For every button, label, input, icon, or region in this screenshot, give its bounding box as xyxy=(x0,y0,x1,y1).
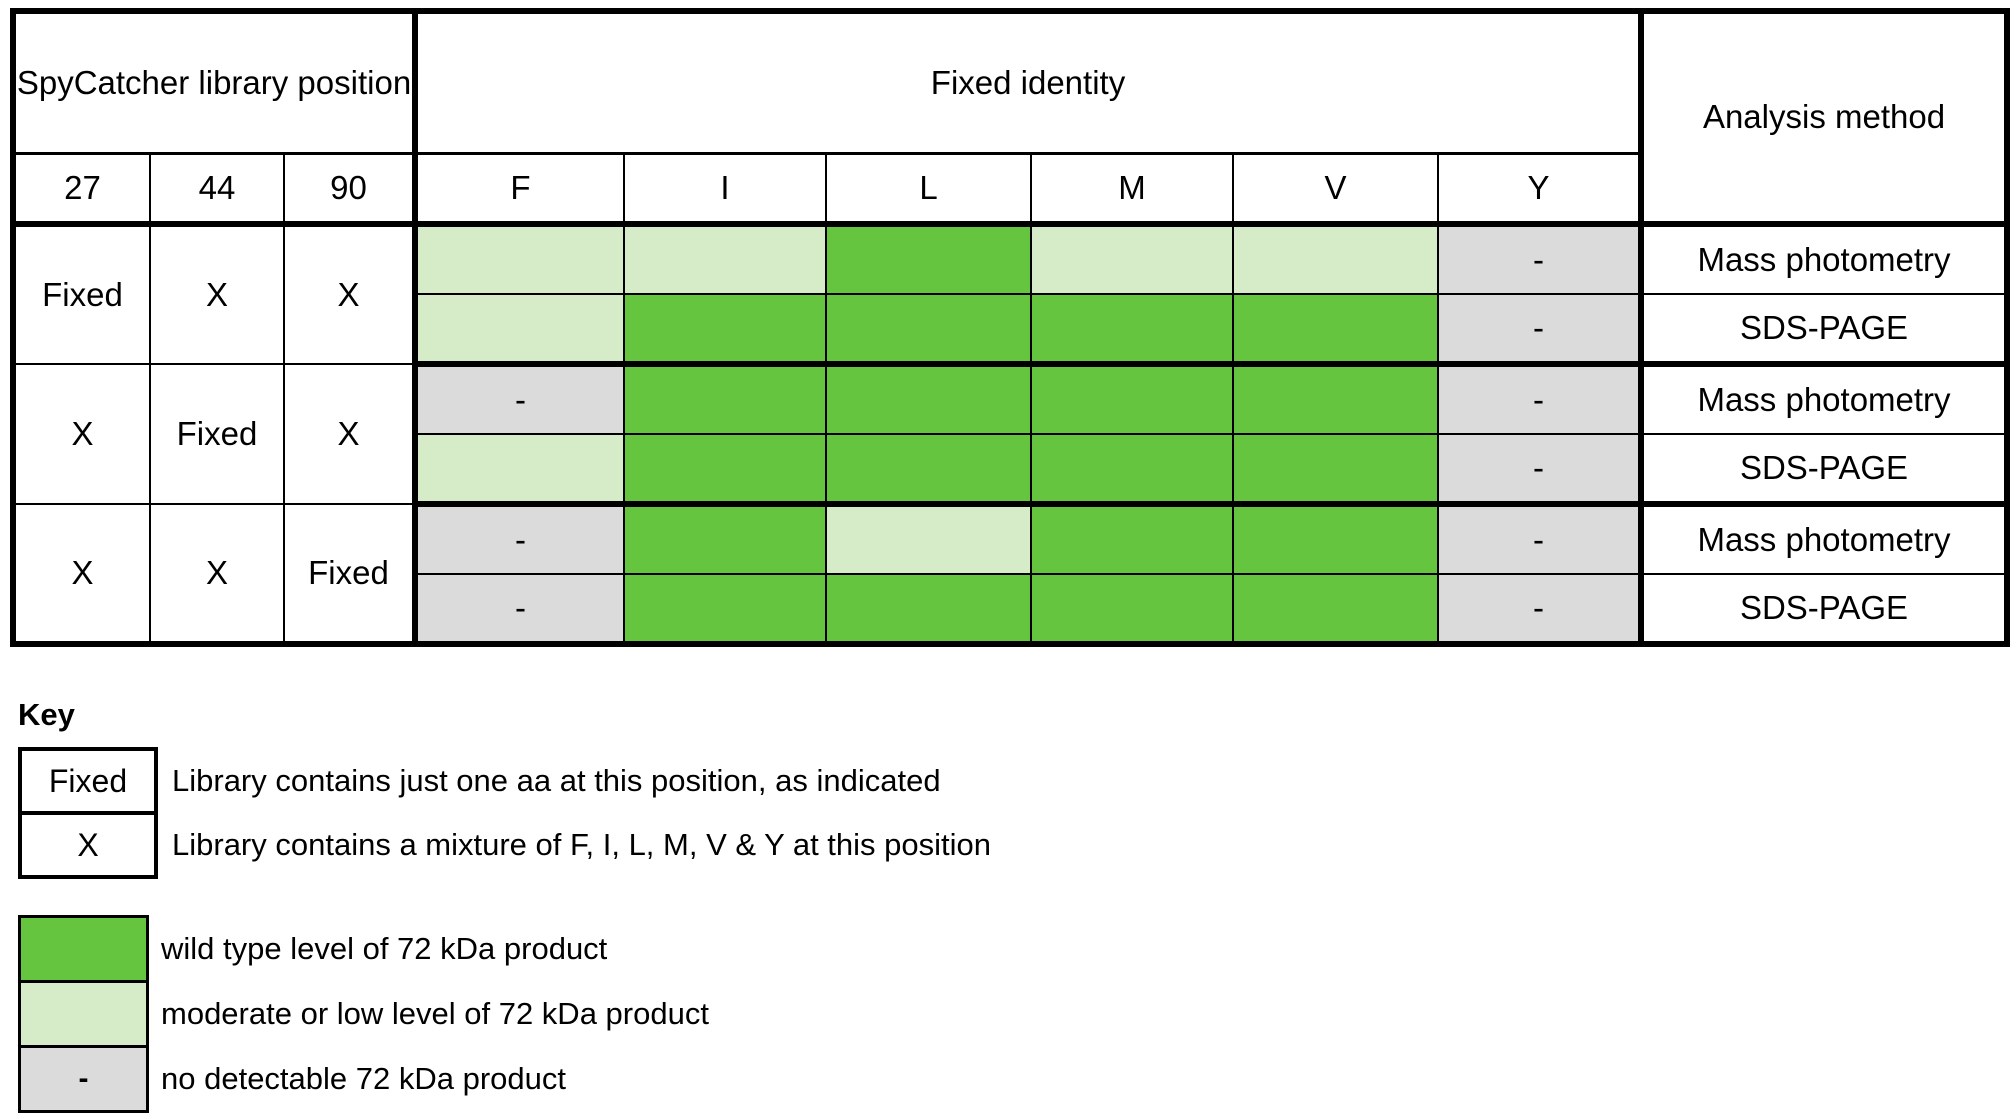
method-cell: SDS-PAGE xyxy=(1638,573,2008,645)
result-cell: - xyxy=(412,363,625,435)
table-row: - SDS-PAGE xyxy=(13,433,2008,507)
result-cell: - xyxy=(1437,293,1642,367)
result-cell xyxy=(1030,223,1234,295)
result-cell xyxy=(1030,433,1234,507)
legend-label: wild type level of 72 kDa product xyxy=(161,931,608,966)
result-cell xyxy=(825,573,1032,645)
result-cell xyxy=(412,433,625,507)
position-cell-27: X xyxy=(12,503,151,645)
result-cell: - xyxy=(1437,573,1642,645)
key-symbol-fixed: Fixed xyxy=(18,747,158,815)
table-row: Fixed X X - Mass photometry xyxy=(12,223,2008,365)
result-cell xyxy=(412,223,625,295)
method-cell: Mass photometry xyxy=(1638,363,2008,435)
key-item-x: X Library contains a mixture of F, I, L,… xyxy=(18,811,2016,879)
position-cell-90: X xyxy=(283,363,416,505)
header-row-group: SpyCatcher library position Fixed identi… xyxy=(12,10,2008,227)
analysis-method-header: Analysis method xyxy=(1638,10,2008,227)
fixed-identity-header: Fixed identity xyxy=(412,10,1642,155)
table-row: - - SDS-PAGE xyxy=(13,573,2008,645)
result-cell xyxy=(623,433,827,507)
header-row-columns: 27 44 90 F I L M V Y xyxy=(12,152,2007,227)
column-header-F: F xyxy=(412,152,625,227)
method-cell: Mass photometry xyxy=(1638,503,2008,575)
position-cell-27: X xyxy=(12,363,151,505)
column-header-27: 27 xyxy=(12,152,151,227)
result-cell xyxy=(825,363,1032,435)
result-cell xyxy=(1232,573,1439,645)
result-cell xyxy=(623,223,827,295)
key-description: Library contains just one aa at this pos… xyxy=(172,763,941,798)
result-cell xyxy=(623,573,827,645)
result-cell xyxy=(1232,433,1439,507)
legend-label: no detectable 72 kDa product xyxy=(161,1061,566,1096)
result-cell xyxy=(1232,363,1439,435)
legend-item-moderate: moderate or low level of 72 kDa product xyxy=(18,980,2016,1048)
method-cell: SDS-PAGE xyxy=(1638,433,2008,507)
table-row: X X Fixed - - Mass photometry xyxy=(12,503,2008,645)
result-cell xyxy=(1232,503,1439,575)
result-cell xyxy=(825,293,1032,367)
column-header-I: I xyxy=(623,152,827,227)
key-item-fixed: Fixed Library contains just one aa at th… xyxy=(18,747,2016,815)
result-cell xyxy=(623,503,827,575)
legend-chip-none: - xyxy=(18,1045,149,1113)
legend-item-wild: wild type level of 72 kDa product xyxy=(18,915,2016,983)
result-cell xyxy=(623,363,827,435)
legend-label: moderate or low level of 72 kDa product xyxy=(161,996,709,1031)
result-cell xyxy=(1030,363,1234,435)
result-cell: - xyxy=(1437,363,1642,435)
result-cell xyxy=(825,433,1032,507)
result-cell xyxy=(825,223,1032,295)
position-cell-44: Fixed xyxy=(149,363,285,505)
key-symbol-x: X xyxy=(18,811,158,879)
result-cell xyxy=(825,503,1032,575)
position-cell-90: X xyxy=(283,223,416,365)
result-cell: - xyxy=(1437,223,1642,295)
result-cell xyxy=(412,293,625,367)
result-cell: - xyxy=(412,573,625,645)
result-cell xyxy=(1030,573,1234,645)
position-cell-44: X xyxy=(149,503,285,645)
library-position-header: SpyCatcher library position xyxy=(12,10,416,155)
result-cell xyxy=(1030,503,1234,575)
method-cell: SDS-PAGE xyxy=(1638,293,2008,367)
result-cell: - xyxy=(412,503,625,575)
position-cell-90: Fixed xyxy=(283,503,416,645)
key-description: Library contains a mixture of F, I, L, M… xyxy=(172,827,992,862)
result-cell xyxy=(1232,223,1439,295)
column-header-44: 44 xyxy=(149,152,285,227)
legend-chip-wild-type xyxy=(18,915,149,983)
key-title: Key xyxy=(18,697,75,732)
column-header-V: V xyxy=(1232,152,1439,227)
legend-chip-moderate xyxy=(18,980,149,1048)
result-cell xyxy=(623,293,827,367)
result-cell: - xyxy=(1437,433,1642,507)
position-cell-27: Fixed xyxy=(12,223,151,365)
table-row: - SDS-PAGE xyxy=(13,293,2008,367)
column-header-Y: Y xyxy=(1437,152,1642,227)
method-cell: Mass photometry xyxy=(1638,223,2008,295)
legend-item-none: - no detectable 72 kDa product xyxy=(18,1045,2016,1113)
column-header-90: 90 xyxy=(283,152,416,227)
results-table: SpyCatcher library position Fixed identi… xyxy=(10,8,2010,647)
result-cell xyxy=(1030,293,1234,367)
column-header-M: M xyxy=(1030,152,1234,227)
color-legend: wild type level of 72 kDa product modera… xyxy=(10,915,2016,1113)
column-header-L: L xyxy=(825,152,1032,227)
table-row: X Fixed X - - Mass photometry xyxy=(12,363,2008,505)
position-cell-44: X xyxy=(149,223,285,365)
result-cell: - xyxy=(1437,503,1642,575)
result-cell xyxy=(1232,293,1439,367)
symbol-key: Fixed Library contains just one aa at th… xyxy=(10,747,2016,879)
